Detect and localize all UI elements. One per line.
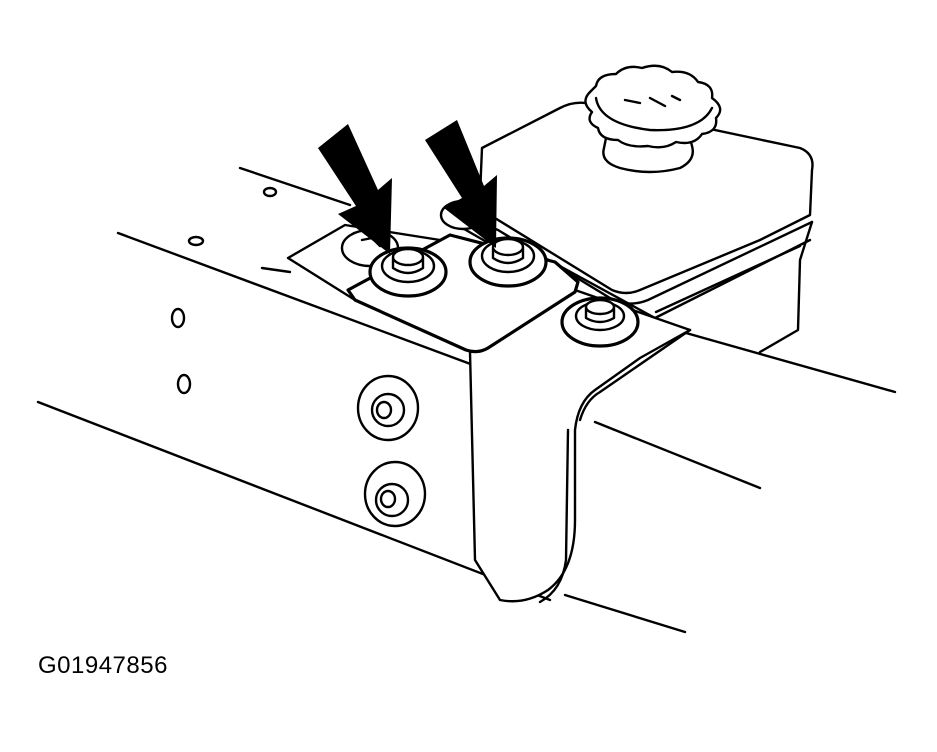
rail-hole bbox=[187, 235, 205, 247]
reservoir-cap bbox=[584, 64, 722, 174]
rail-hole bbox=[176, 373, 192, 395]
bolt bbox=[560, 296, 640, 348]
arrow-icon bbox=[318, 124, 392, 254]
callout-arrow-right bbox=[425, 120, 497, 248]
mounting-bolts bbox=[340, 199, 640, 528]
bolt bbox=[468, 236, 548, 288]
arrow-icon bbox=[425, 120, 497, 248]
rail-hole bbox=[170, 307, 186, 329]
bolt bbox=[356, 374, 420, 442]
figure-id-label: G01947856 bbox=[38, 652, 168, 679]
rail-hole bbox=[262, 186, 278, 198]
bolt bbox=[363, 460, 427, 528]
bolt bbox=[368, 246, 448, 298]
callout-arrow-left bbox=[318, 124, 392, 254]
